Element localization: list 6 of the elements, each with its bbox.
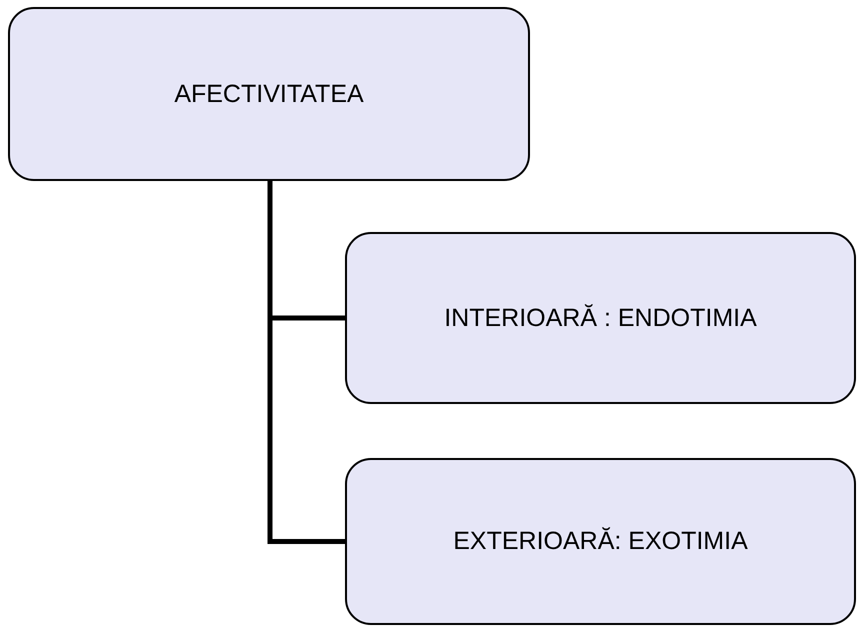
rounded-box [345,232,856,404]
rounded-box [8,7,530,181]
box-label: INTERIOARĂ : ENDOTIMIA [444,304,757,332]
box-label: EXTERIOARĂ: EXOTIMIA [453,527,748,556]
rounded-box [345,458,856,625]
box-label: AFECTIVITATEA [174,80,364,108]
